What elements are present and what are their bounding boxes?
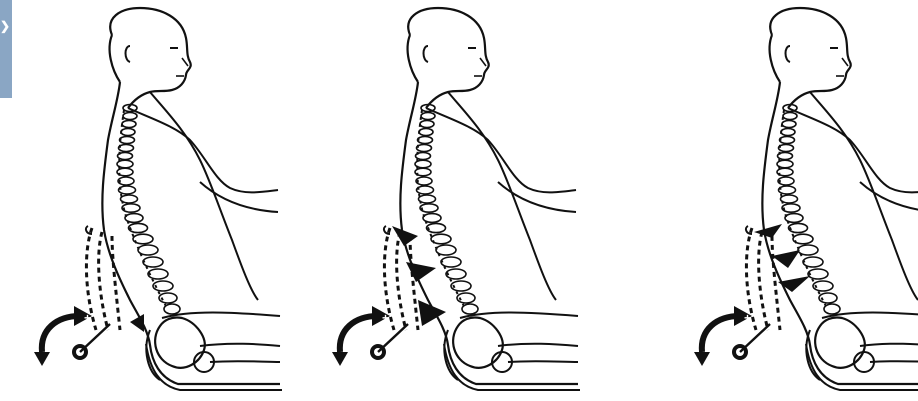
chevron-right-icon[interactable]: ❯ bbox=[0, 20, 10, 32]
corner-nav-tab[interactable]: ❯ bbox=[0, 0, 12, 98]
panel-2 bbox=[332, 8, 580, 390]
support-arrow-icon bbox=[130, 314, 144, 332]
panel-1 bbox=[34, 8, 282, 390]
spine bbox=[415, 105, 478, 315]
spine bbox=[117, 105, 180, 315]
support-arrow-icon bbox=[772, 250, 800, 268]
support-arrow-icon bbox=[778, 276, 810, 292]
seated-figure bbox=[102, 8, 282, 390]
seated-figure bbox=[400, 8, 580, 390]
support-arrow-icon bbox=[754, 224, 782, 238]
support-arrow-icon bbox=[406, 262, 436, 282]
seated-figure bbox=[762, 8, 918, 390]
support-arrow-icon bbox=[418, 300, 446, 326]
panel-3 bbox=[694, 8, 918, 390]
support-arrow-icon bbox=[392, 226, 418, 246]
